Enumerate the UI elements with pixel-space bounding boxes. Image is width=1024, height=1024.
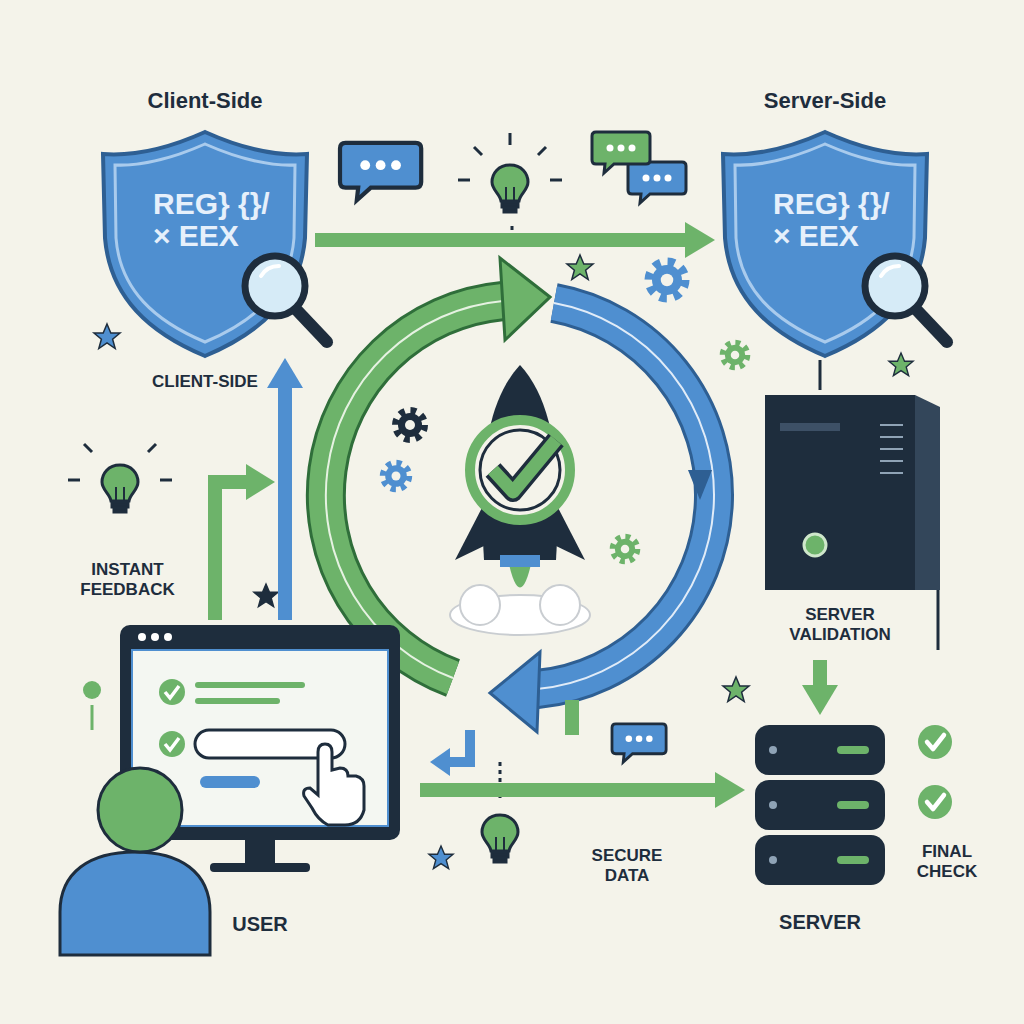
database-outline xyxy=(745,715,915,945)
flow-arrow xyxy=(420,772,745,808)
arrow-head xyxy=(685,222,715,258)
node-label: SERVER VALIDATION xyxy=(765,605,915,646)
shield-shape xyxy=(103,132,307,356)
flow-line xyxy=(278,386,292,620)
section-heading: Server-Side xyxy=(715,88,935,114)
shield-shape xyxy=(723,132,927,356)
arrow-head xyxy=(715,772,745,808)
arrow-head xyxy=(802,685,838,715)
server-tower: SERVER VALIDATION xyxy=(745,395,955,660)
check-marks xyxy=(83,360,952,819)
user-monitor-outline xyxy=(60,620,420,955)
user-monitor: USER xyxy=(60,620,420,955)
node-label: USER xyxy=(200,912,320,936)
section-heading: Client-Side xyxy=(95,88,315,114)
arrow-head xyxy=(267,358,303,388)
database: SERVER xyxy=(745,715,915,945)
regex-text: REG} {}/× EEX xyxy=(773,188,893,251)
flow-line xyxy=(813,660,827,687)
edge-label: SECURE DATA xyxy=(572,846,682,887)
server-shield: Server-SideREG} {}/× EEX xyxy=(715,88,935,358)
flow-line xyxy=(420,783,717,797)
client-shield: Client-SideREG} {}/× EEX xyxy=(95,88,315,358)
note-label: INSTANT FEEDBACK xyxy=(60,560,195,601)
section-label: CLIENT-SIDE xyxy=(115,372,295,392)
gears xyxy=(383,263,746,561)
rocket xyxy=(450,365,590,635)
flow-line xyxy=(315,233,687,247)
flow-arrow xyxy=(267,358,303,620)
flow-arrow xyxy=(802,660,838,715)
flow-arrow xyxy=(315,222,715,258)
node-label: SERVER xyxy=(745,910,895,934)
note-label: FINAL CHECK xyxy=(892,842,1002,883)
regex-text: REG} {}/× EEX xyxy=(153,188,273,251)
